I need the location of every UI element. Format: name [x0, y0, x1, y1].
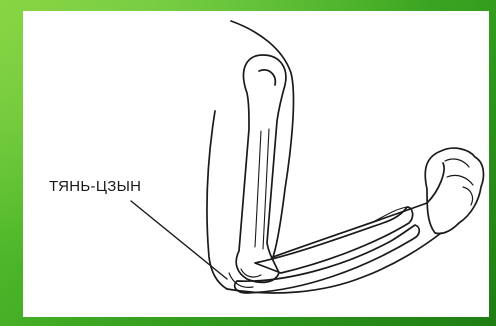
arm-drawing: [23, 11, 489, 317]
fist: [425, 148, 483, 233]
upper-arm-back-contour: [207, 111, 227, 289]
illustration-panel: ТЯНЬ-ЦЗЫН: [23, 11, 489, 317]
callout-label: ТЯНЬ-ЦЗЫН: [49, 178, 141, 195]
forearm-top-contour: [273, 163, 444, 257]
callout-leader-line: [131, 201, 227, 279]
humerus-bone: [236, 55, 286, 282]
shoulder-contour: [231, 21, 293, 257]
